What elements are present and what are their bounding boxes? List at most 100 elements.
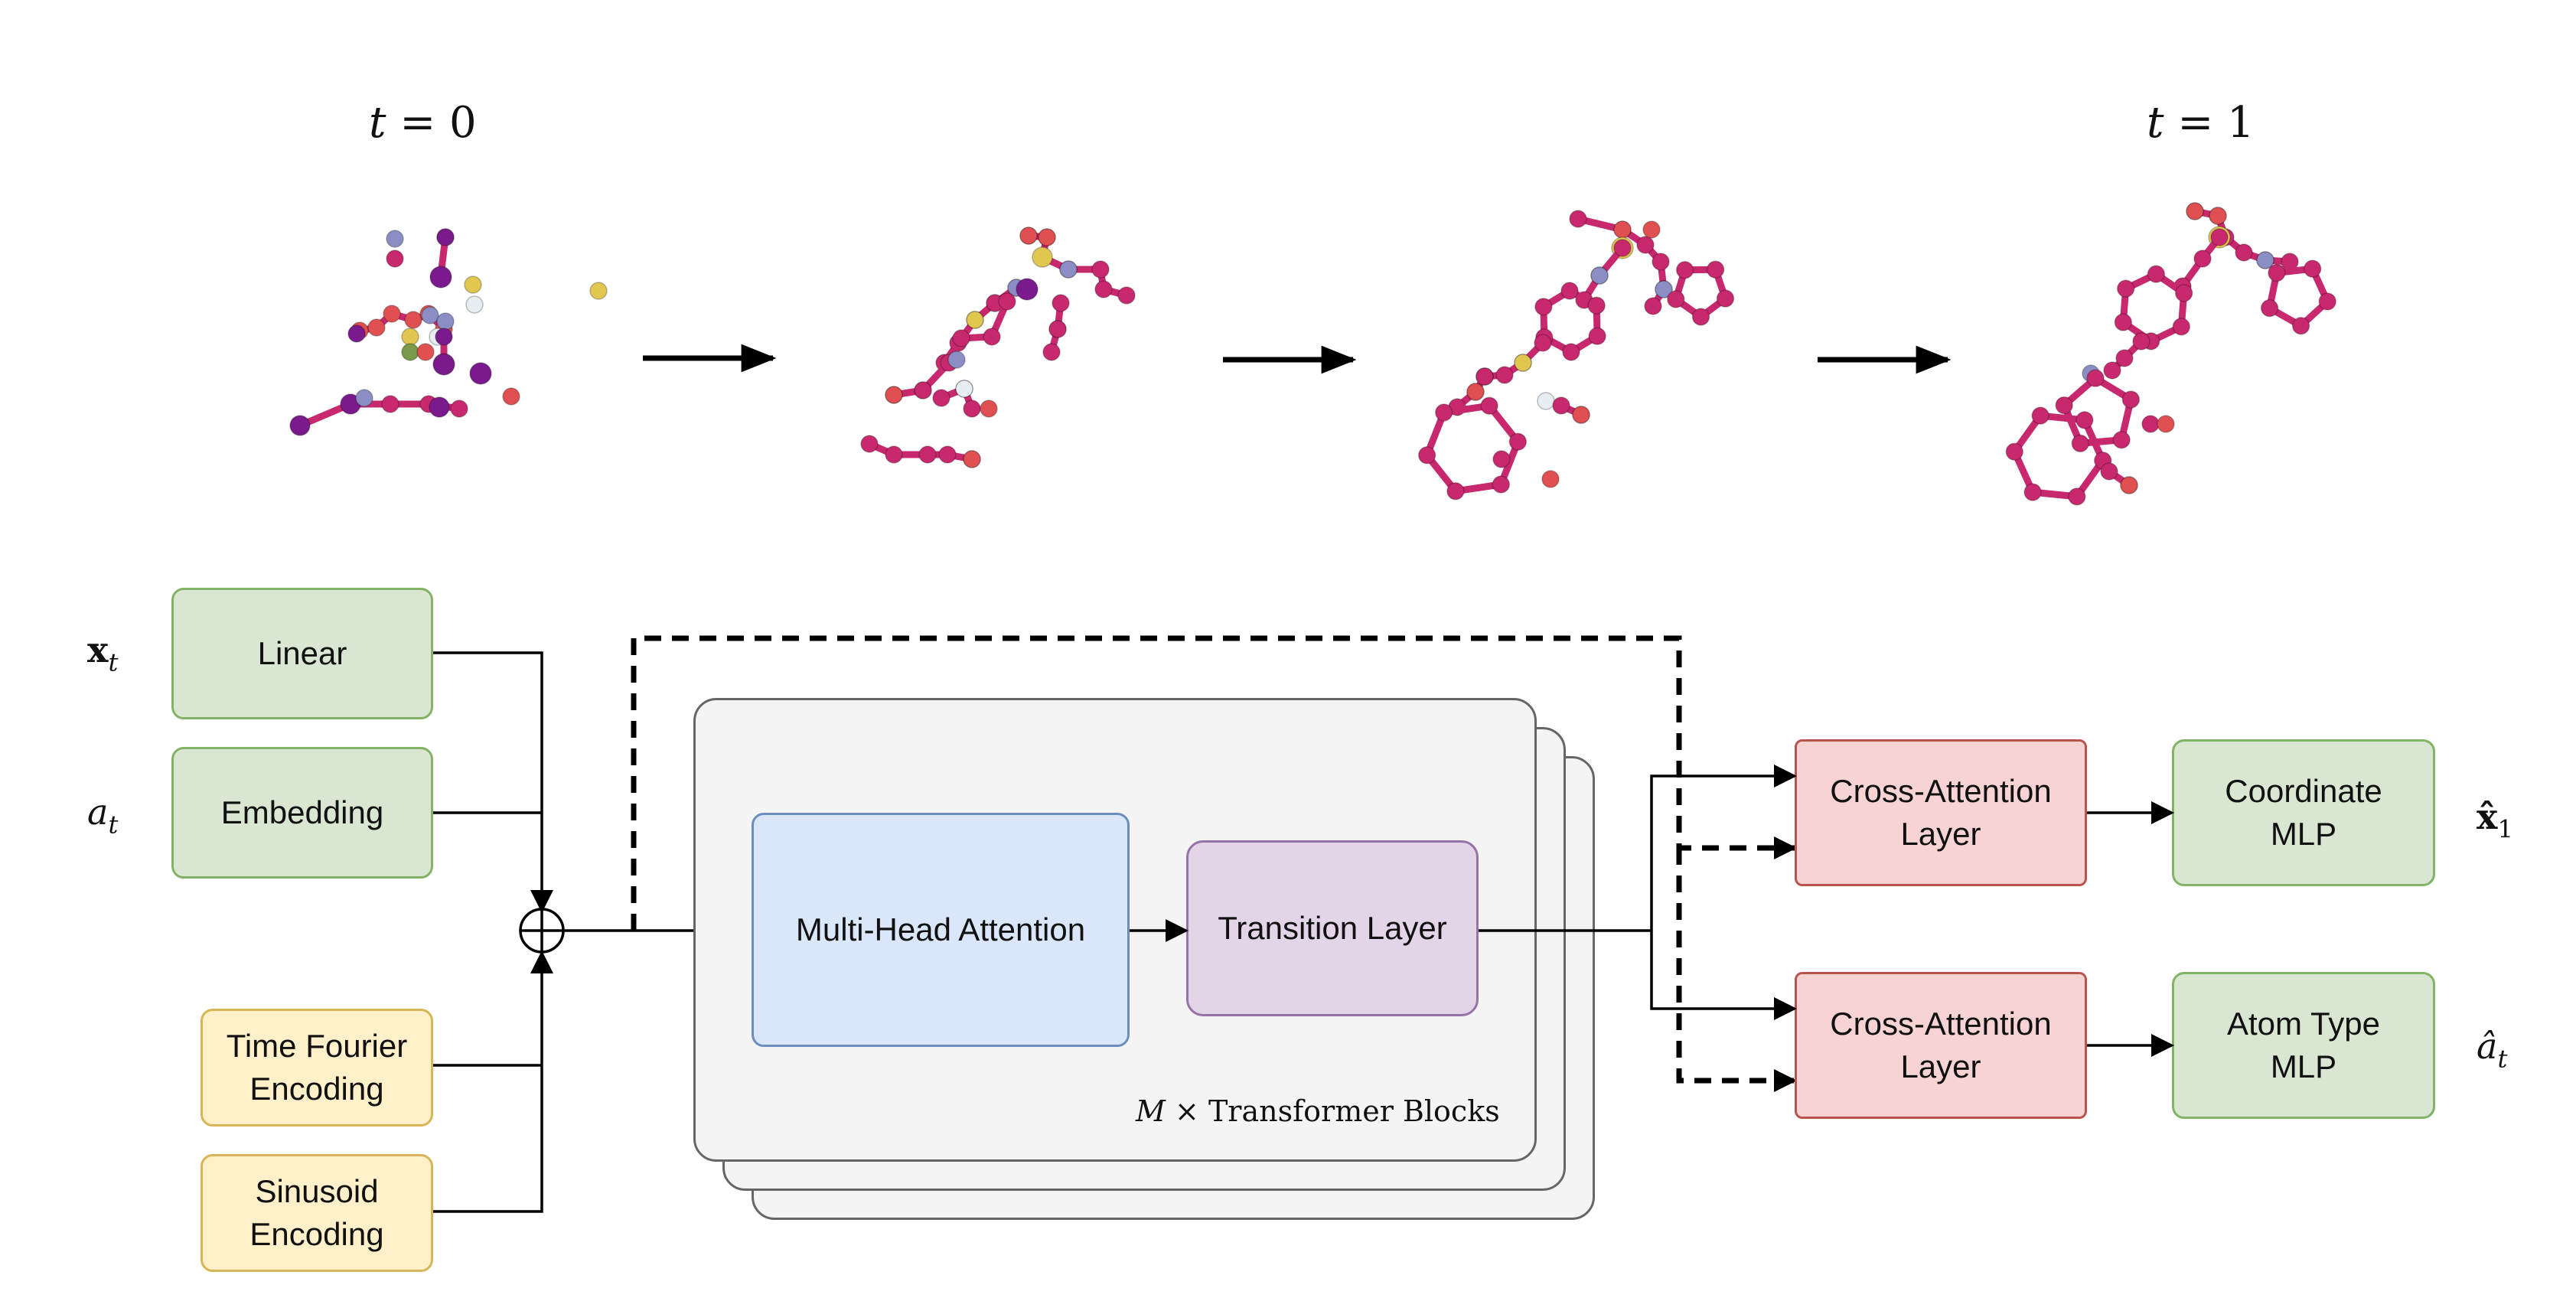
input-at-label: at	[87, 791, 118, 836]
molecule-atom	[2086, 369, 2105, 387]
molecule-atom	[436, 312, 455, 331]
input-connectors	[432, 651, 553, 1213]
molecule-atom	[1117, 286, 1136, 305]
molecule-atom	[1434, 403, 1453, 422]
molecule-atom	[464, 276, 482, 294]
molecule-atom	[2121, 390, 2141, 409]
molecule-atom	[2116, 279, 2135, 298]
molecule-atom	[1636, 236, 1655, 254]
atom-type-mlp-box: Atom Type MLP	[2172, 972, 2435, 1119]
input-a-var: a	[87, 791, 109, 833]
molecule-atom	[1572, 406, 1590, 424]
sum-node	[519, 908, 565, 954]
molecule-atom	[432, 353, 455, 376]
output-at-label: ât	[2477, 1025, 2507, 1071]
molecule-atom	[1016, 278, 1039, 301]
molecule-atom	[947, 351, 966, 369]
molecule-atom	[1644, 297, 1662, 315]
molecule-atom	[1019, 227, 1038, 245]
molecule-atom	[966, 311, 984, 329]
molecule-atom	[2075, 411, 2094, 429]
time-end-var: t	[2147, 98, 2164, 148]
molecule-atom	[1052, 294, 1070, 312]
molecule-atom	[885, 386, 903, 404]
molecule-atom	[918, 445, 937, 464]
molecule-atom	[963, 399, 981, 418]
molecule-atom	[1417, 446, 1436, 465]
input-x-var: x	[87, 629, 109, 670]
multi-head-attention-box: Multi-Head Attention	[752, 813, 1130, 1047]
molecule-atom	[347, 324, 366, 343]
molecule-atom	[2172, 318, 2191, 336]
molecule-atom	[952, 329, 970, 347]
molecule-atom	[1706, 260, 1725, 279]
molecule-atom	[1534, 334, 1552, 352]
molecule-atom	[404, 311, 422, 329]
molecule-atom	[2303, 259, 2322, 278]
molecule-atom	[2256, 251, 2274, 269]
molecule-atom	[1590, 266, 1609, 285]
molecule-atom	[963, 450, 981, 468]
molecule-atom	[2112, 431, 2131, 449]
molecule-atom	[401, 328, 419, 346]
output-x-hat-sub: 1	[2497, 814, 2513, 844]
molecule-atom	[1514, 354, 1532, 372]
molecule-atom	[1716, 289, 1735, 308]
transformer-times: ×	[1175, 1094, 1199, 1128]
molecule-atom	[1642, 220, 1661, 239]
cross-attention-bottom-box: Cross-Attention Layer	[1795, 972, 2087, 1119]
molecule-atom	[386, 249, 404, 268]
molecule-atom	[1059, 260, 1078, 279]
molecule-atom	[2210, 228, 2229, 246]
molecule-atom	[2120, 476, 2138, 494]
molecule-atom	[436, 228, 455, 246]
molecule-atom	[1038, 228, 1056, 246]
molecule-atom	[1613, 239, 1632, 257]
molecule-atom	[2260, 298, 2279, 318]
time-fourier-encoding-box: Time Fourier Encoding	[201, 1009, 433, 1127]
molecule-sequence	[289, 202, 2336, 506]
molecule-atom	[2235, 243, 2253, 262]
molecule-atom	[1691, 308, 1710, 326]
molecule-atom	[381, 395, 399, 413]
output-x-hat-var: x̂	[2477, 796, 2498, 837]
transformer-label: Transformer Blocks	[1208, 1094, 1500, 1128]
molecule-atom	[367, 318, 386, 337]
molecule-atom	[401, 343, 419, 361]
molecule-atom	[1569, 210, 1587, 228]
molecule-atom	[1480, 396, 1498, 415]
molecule-atom	[2115, 349, 2134, 367]
molecule-atom	[1492, 475, 1511, 494]
molecule-atom	[932, 389, 951, 407]
molecule-atom	[2132, 332, 2150, 351]
molecule-atom	[1032, 246, 1053, 268]
molecule-atom	[914, 381, 932, 399]
molecule-atom	[416, 343, 435, 361]
sinusoid-encoding-box: Sinusoid Encoding	[201, 1154, 433, 1272]
molecule-atom	[2023, 483, 2042, 501]
molecule-atom	[2318, 292, 2336, 311]
molecule-atom	[421, 306, 439, 324]
molecule-atom	[383, 305, 401, 323]
molecule-atom	[465, 295, 484, 314]
molecule-atom	[1588, 327, 1606, 345]
molecule-atom	[1562, 343, 1580, 361]
molecule-atom	[1655, 280, 1673, 298]
molecule-atom	[1534, 298, 1553, 316]
molecule-atom	[1587, 296, 1606, 315]
cross-attention-top-box: Cross-Attention Layer	[1795, 739, 2087, 886]
molecule-atom	[955, 380, 973, 398]
molecule-atom	[2209, 207, 2227, 225]
molecule-atom	[2268, 263, 2286, 282]
molecule-atom	[429, 266, 452, 289]
molecule-atom	[1537, 392, 1555, 410]
molecule-atom	[2071, 434, 2090, 453]
molecule-atom	[1667, 290, 1685, 308]
molecule-atom	[450, 399, 468, 418]
molecule-atom	[1508, 432, 1528, 451]
molecule-atom	[1466, 383, 1485, 401]
molecule-atom	[1541, 470, 1560, 488]
skip-connection-dashed-lower	[1676, 848, 1797, 1092]
molecule-atom	[1613, 220, 1632, 239]
